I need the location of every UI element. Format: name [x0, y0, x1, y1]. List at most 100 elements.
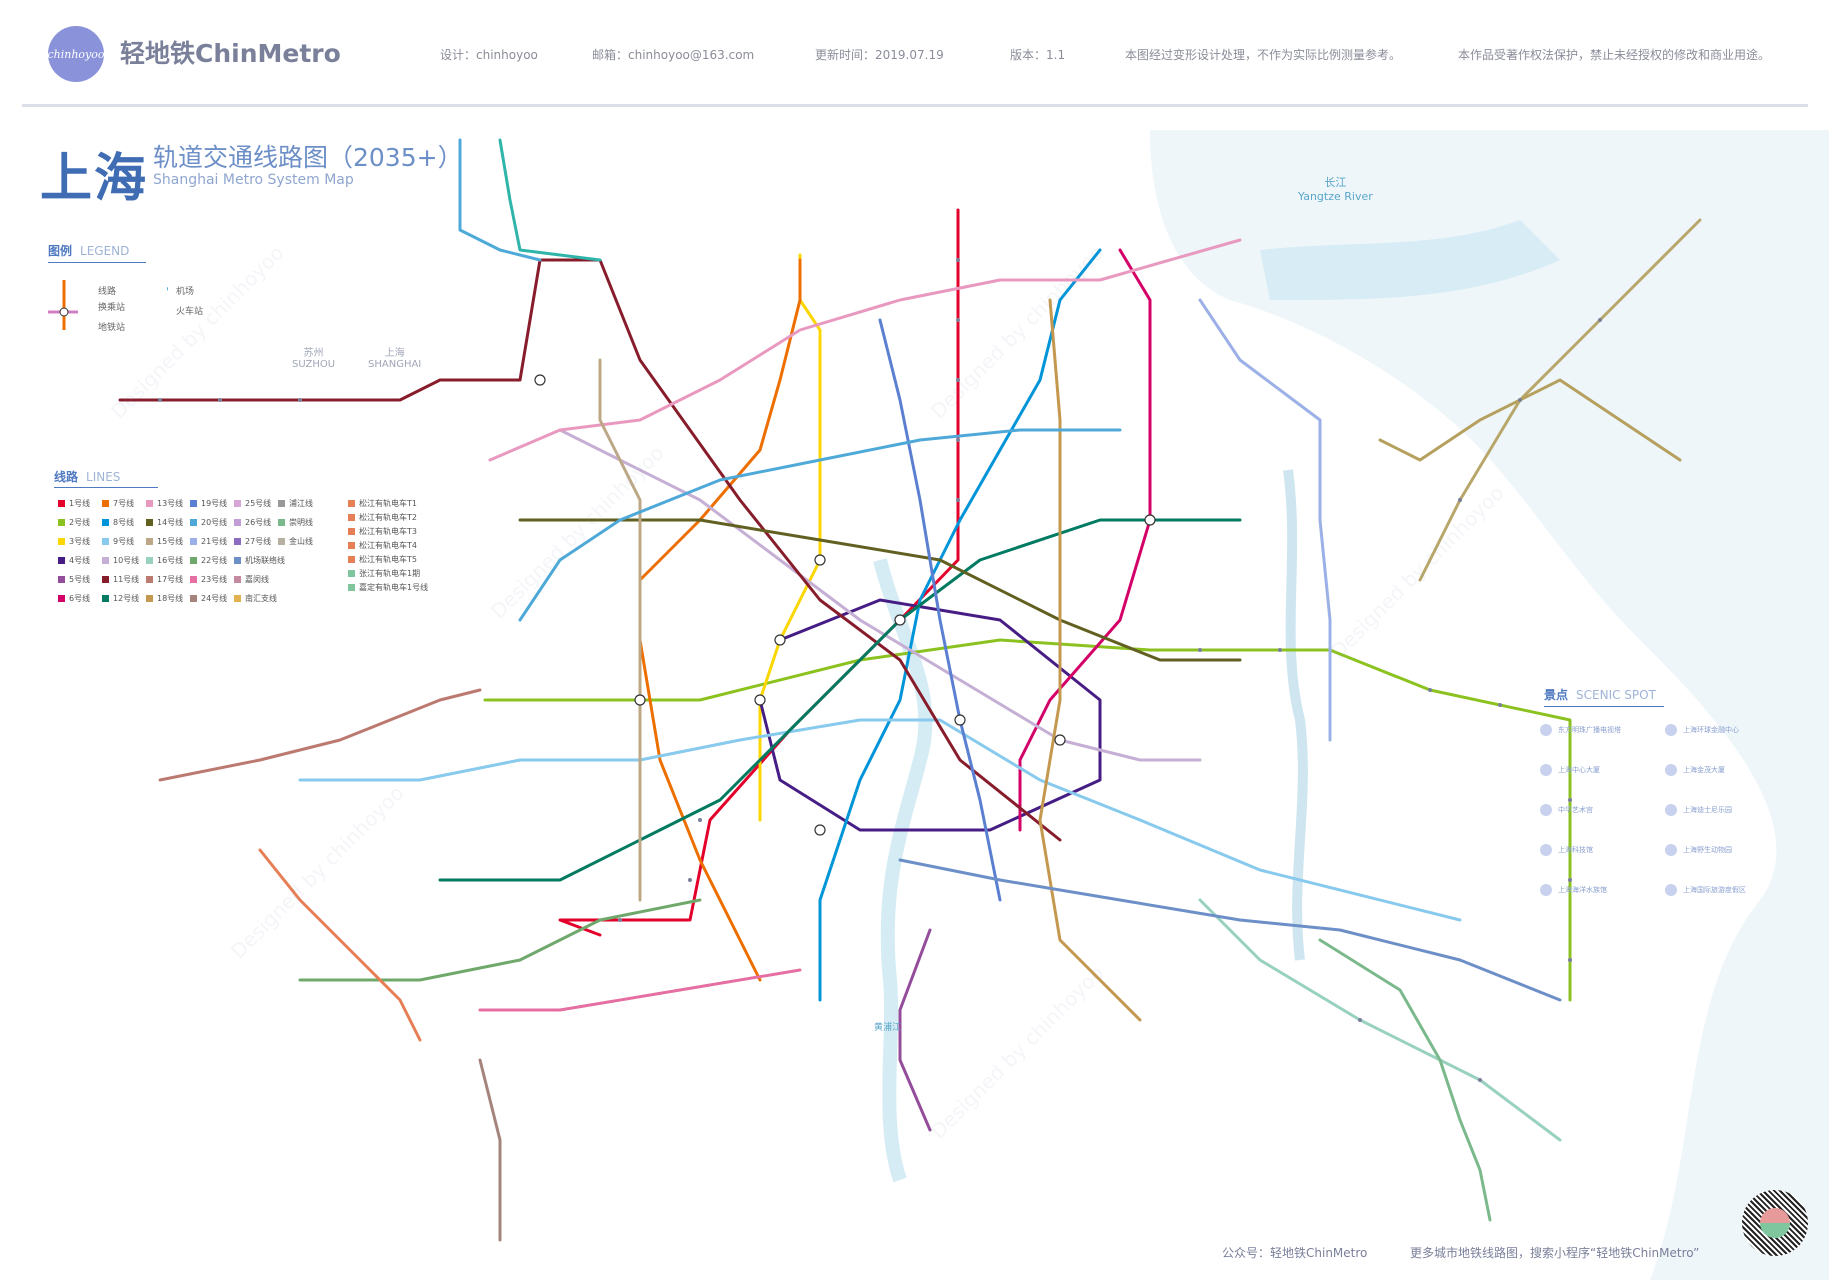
line-color-swatch	[190, 538, 197, 545]
line-legend-item[interactable]: 7号线	[102, 498, 134, 509]
line-20-path[interactable]	[518, 428, 1122, 622]
line-legend-item[interactable]: 张江有轨电车1期	[348, 568, 420, 579]
line-legend-label: 7号线	[113, 499, 135, 508]
line-10-path[interactable]	[558, 428, 1202, 762]
scenic-spot-item[interactable]: 上海金茂大厦	[1665, 764, 1725, 776]
station-shanghai-south[interactable]	[814, 824, 826, 836]
station-peoples-square[interactable]	[814, 554, 826, 566]
line-legend-item[interactable]: 25号线	[234, 498, 271, 509]
line-legend-item[interactable]: 16号线	[146, 555, 183, 566]
line-color-swatch	[278, 538, 285, 545]
line-legend-item[interactable]: 12号线	[102, 593, 139, 604]
line-legend-item[interactable]: 崇明线	[278, 517, 313, 528]
line-14-path[interactable]	[518, 518, 1242, 662]
line-legend-item[interactable]: 4号线	[58, 555, 90, 566]
scenic-spot-item[interactable]: 上海野生动物园	[1665, 844, 1732, 856]
scenic-spot-item[interactable]: 上海中心大厦	[1540, 764, 1600, 776]
station-hongqiao-area[interactable]	[634, 694, 646, 706]
line-legend-item[interactable]: 27号线	[234, 536, 271, 547]
line-legend-label: 金山线	[289, 537, 313, 546]
line-16-path[interactable]	[1198, 898, 1562, 1142]
scenic-spot-item[interactable]: 上海科技馆	[1540, 844, 1593, 856]
line-legend-item[interactable]: 23号线	[190, 574, 227, 585]
line-23-path[interactable]	[478, 968, 802, 1012]
songjiang-tram-path[interactable]	[258, 848, 422, 1042]
line-1-path[interactable]	[558, 208, 960, 937]
app-logo[interactable]: chinhoyoo	[48, 26, 105, 82]
line-legend-label: 1号线	[69, 499, 91, 508]
line-legend-item[interactable]: 21号线	[190, 536, 227, 547]
contact-email[interactable]: 邮箱：chinhoyoo@163.com	[592, 48, 755, 62]
line-17-path[interactable]	[158, 688, 482, 782]
line-legend-item[interactable]: 20号线	[190, 517, 227, 528]
jiamin-line-path[interactable]	[498, 138, 602, 262]
line-24-path[interactable]	[478, 1058, 502, 1242]
line-legend-item[interactable]: 2号线	[58, 517, 90, 528]
jiading-line-path[interactable]	[458, 138, 542, 262]
line-legend-item[interactable]: 嘉定有轨电车1号线	[348, 582, 428, 593]
line-18-path[interactable]	[1038, 298, 1142, 1022]
line-legend-item[interactable]: 南汇支线	[234, 593, 277, 604]
line-legend-item[interactable]: 14号线	[146, 517, 183, 528]
scenic-spot-item[interactable]: 上海环球金融中心	[1665, 724, 1739, 736]
airport-link-path[interactable]	[898, 858, 1562, 1002]
station-century-avenue[interactable]	[954, 714, 966, 726]
huangpu-label: 黄浦江	[874, 1023, 902, 1033]
line-legend-item[interactable]: 松江有轨电车T1	[348, 498, 417, 509]
line-legend-item[interactable]: 松江有轨电车T3	[348, 526, 417, 537]
line-6-path[interactable]	[1018, 248, 1152, 832]
line-legend-item[interactable]: 15号线	[146, 536, 183, 547]
line-22-path[interactable]	[298, 898, 702, 982]
station-lujiazui[interactable]	[894, 614, 906, 626]
line-legend-item[interactable]: 1号线	[58, 498, 90, 509]
line-19-path[interactable]	[878, 318, 1002, 902]
station-jiading-transfer[interactable]	[534, 374, 546, 386]
line-legend-item[interactable]: 13号线	[146, 498, 183, 509]
scenic-spot-item[interactable]: 东方明珠广播电视塔	[1540, 724, 1621, 736]
landmark-icon	[1665, 724, 1677, 736]
line-26-path[interactable]	[1318, 938, 1492, 1222]
line-legend-item[interactable]: 10号线	[102, 555, 139, 566]
line-8-path[interactable]	[818, 248, 1102, 1002]
qr-code[interactable]	[1742, 1190, 1808, 1256]
line-legend-item[interactable]: 8号线	[102, 517, 134, 528]
transfer-stations	[534, 374, 1156, 836]
line-legend-item[interactable]: 嘉闵线	[234, 574, 269, 585]
line-legend-item[interactable]: 松江有轨电车T5	[348, 554, 417, 565]
line-15-path[interactable]	[598, 358, 642, 902]
line-9-path[interactable]	[298, 718, 1462, 922]
line-legend-item[interactable]: 5号线	[58, 574, 90, 585]
line-legend-item[interactable]: 19号线	[190, 498, 227, 509]
line-legend-item[interactable]: 18号线	[146, 593, 183, 604]
scenic-spot-item[interactable]: 上海迪士尼乐园	[1665, 804, 1732, 816]
line-color-swatch	[58, 557, 65, 564]
line-legend-item[interactable]: 松江有轨电车T2	[348, 512, 417, 523]
line-7-path[interactable]	[638, 258, 802, 982]
line-legend-item[interactable]: 金山线	[278, 536, 313, 547]
scenic-spot-item[interactable]: 上海国际旅游度假区	[1665, 884, 1746, 896]
line-legend-label: 南汇支线	[245, 594, 277, 603]
station-longyang-road[interactable]	[1054, 734, 1066, 746]
station-wujiaochang[interactable]	[1144, 514, 1156, 526]
line-21-path[interactable]	[1198, 298, 1332, 742]
line-legend-item[interactable]: 浦江线	[278, 498, 313, 509]
line-legend-item[interactable]: 11号线	[102, 574, 139, 585]
scenic-spot-item[interactable]: 中华艺术宫	[1540, 804, 1593, 816]
line-legend-item[interactable]: 24号线	[190, 593, 227, 604]
line-13-path[interactable]	[488, 238, 1242, 462]
scenic-spot-item[interactable]: 上海海洋水族馆	[1540, 884, 1607, 896]
line-legend-item[interactable]: 9号线	[102, 536, 134, 547]
line-legend-item[interactable]: 松江有轨电车T4	[348, 540, 417, 551]
station-xujiahui[interactable]	[754, 694, 766, 706]
station-jingan-temple[interactable]	[774, 634, 786, 646]
line-5-path[interactable]	[898, 928, 932, 1132]
line-legend-item[interactable]: 3号线	[58, 536, 90, 547]
line-color-swatch	[234, 576, 241, 583]
line-legend-item[interactable]: 6号线	[58, 593, 90, 604]
line-11-path[interactable]	[118, 258, 1062, 842]
line-legend-label: 松江有轨电车T1	[359, 499, 417, 508]
line-legend-item[interactable]: 17号线	[146, 574, 183, 585]
line-legend-item[interactable]: 22号线	[190, 555, 227, 566]
line-legend-item[interactable]: 机场联络线	[234, 555, 285, 566]
line-legend-item[interactable]: 26号线	[234, 517, 271, 528]
